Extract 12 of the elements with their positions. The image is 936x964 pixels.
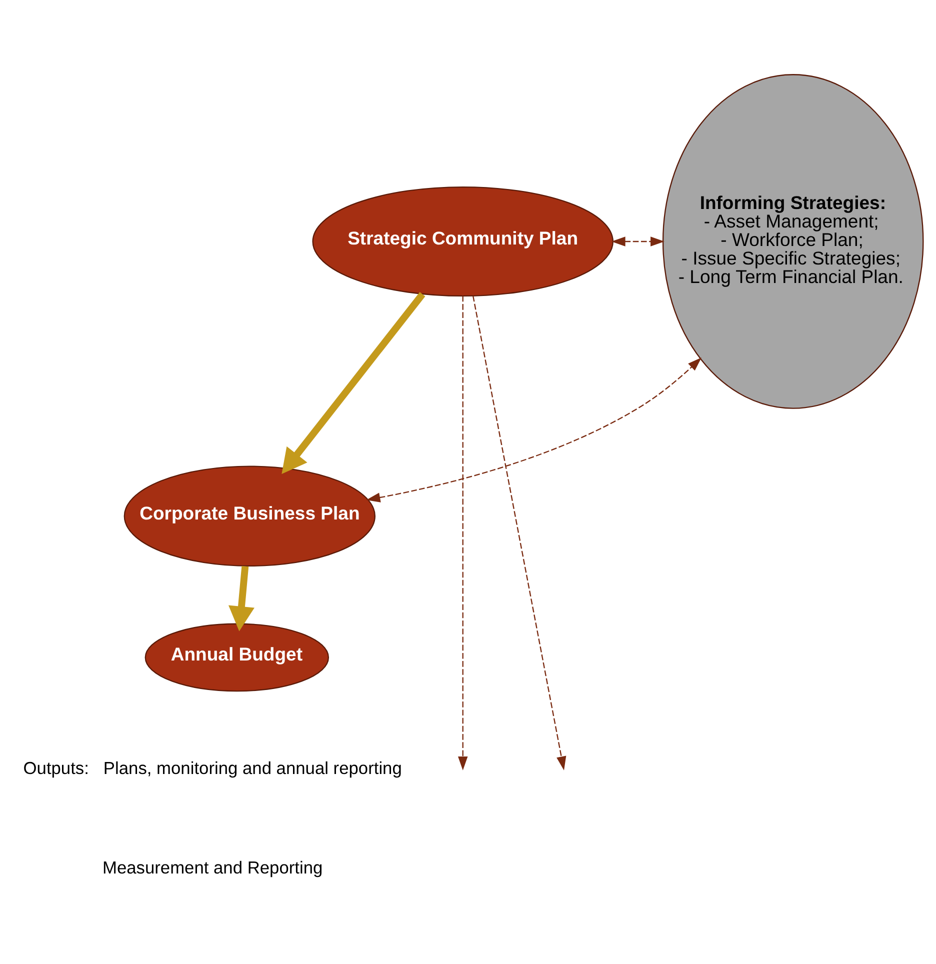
arrow	[472, 295, 566, 770]
arrow	[611, 236, 664, 246]
arrow	[282, 292, 426, 474]
node-ellipse: Annual Budget	[144, 622, 330, 692]
node-ellipse: Informing Strategies: - Asset Management; - Workforce Plan; - Issue Specific Strategies; - Long Term Financial Plan.	[662, 74, 924, 408]
arrow	[366, 357, 702, 502]
label: Measurement and Reporting	[102, 857, 323, 878]
node-ellipse: Strategic Community Plan	[312, 186, 614, 296]
label: Outputs: Plans, monitoring and annual reporting	[23, 757, 402, 778]
arrow	[458, 295, 468, 770]
node-ellipse: Corporate Business Plan	[124, 465, 376, 566]
arrow	[228, 565, 254, 631]
